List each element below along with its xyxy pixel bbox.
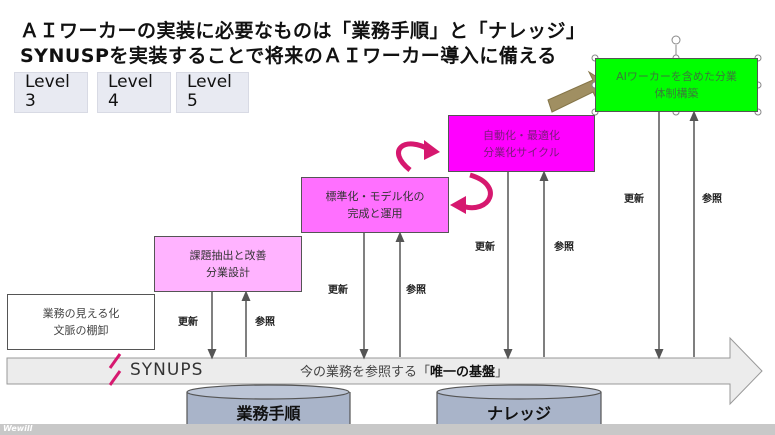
step-text: 体制構築 — [654, 87, 699, 100]
refer-label: 参照 — [406, 285, 426, 296]
refer-label: 参照 — [255, 317, 275, 328]
cycle-arrow-lower — [461, 172, 493, 211]
step-text: 分業設計 — [206, 266, 250, 279]
database-procedures: 業務手順 — [236, 404, 301, 423]
step-improvement[interactable]: 課題抽出と改善分業設計 — [154, 236, 302, 292]
level-label: Level — [108, 72, 153, 92]
foundation-text: 今の業務を参照する「唯一の基盤」 — [300, 361, 508, 380]
footer-brand: Wewill — [3, 424, 33, 433]
foundation-text-plain: 今の業務を参照する「 — [300, 365, 431, 380]
database-knowledge: ナレッジ — [486, 404, 551, 423]
foundation-text-close: 」 — [495, 365, 509, 380]
slide-title-line2: SYNUSPを実装することで将来のＡＩワーカー導入に備える — [20, 45, 557, 67]
step-text: 自動化・最適化 — [483, 128, 560, 142]
foundation-arrow — [6, 336, 763, 406]
synups-brand: SYNUPS — [130, 360, 204, 380]
step-automation[interactable]: 自動化・最適化分業化サイクル — [448, 115, 595, 172]
step-standardization[interactable]: 標準化・モデル化の完成と運用 — [301, 177, 449, 233]
update-label: 更新 — [328, 285, 348, 296]
level-label: Level — [25, 72, 70, 92]
level-number: 5 — [187, 91, 198, 111]
foundation-text-bold: 唯一の基盤 — [430, 365, 496, 380]
level-number: 4 — [108, 91, 119, 111]
step-text: 課題抽出と改善 — [189, 249, 267, 262]
level-label: Level — [187, 72, 232, 92]
step-text: 分業化サイクル — [483, 145, 560, 159]
step-text: AIワーカーを含めた分業 — [616, 70, 737, 83]
slide-title-line1: ＡＩワーカーの実装に必要なものは「業務手順」と「ナレッジ」 — [20, 20, 586, 42]
cycle-arrow-upper — [396, 141, 432, 172]
update-label: 更新 — [475, 242, 495, 253]
step-text: 業務の見える化 — [42, 307, 120, 320]
step-text: 完成と運用 — [347, 207, 403, 220]
update-label: 更新 — [178, 317, 198, 328]
synups-logo-icon — [108, 353, 122, 386]
refer-label: 参照 — [702, 194, 722, 205]
step-text: 文脈の棚卸 — [53, 324, 109, 337]
step-ai-worker[interactable]: AIワーカーを含めた分業体制構築 — [595, 58, 758, 112]
refer-label: 参照 — [554, 242, 574, 253]
step-text: 標準化・モデル化の — [325, 190, 425, 203]
step-visualization[interactable]: 業務の見える化文脈の棚卸 — [7, 294, 155, 350]
level-number: 3 — [25, 91, 36, 111]
update-label: 更新 — [624, 194, 644, 205]
footer-bar — [0, 424, 775, 435]
